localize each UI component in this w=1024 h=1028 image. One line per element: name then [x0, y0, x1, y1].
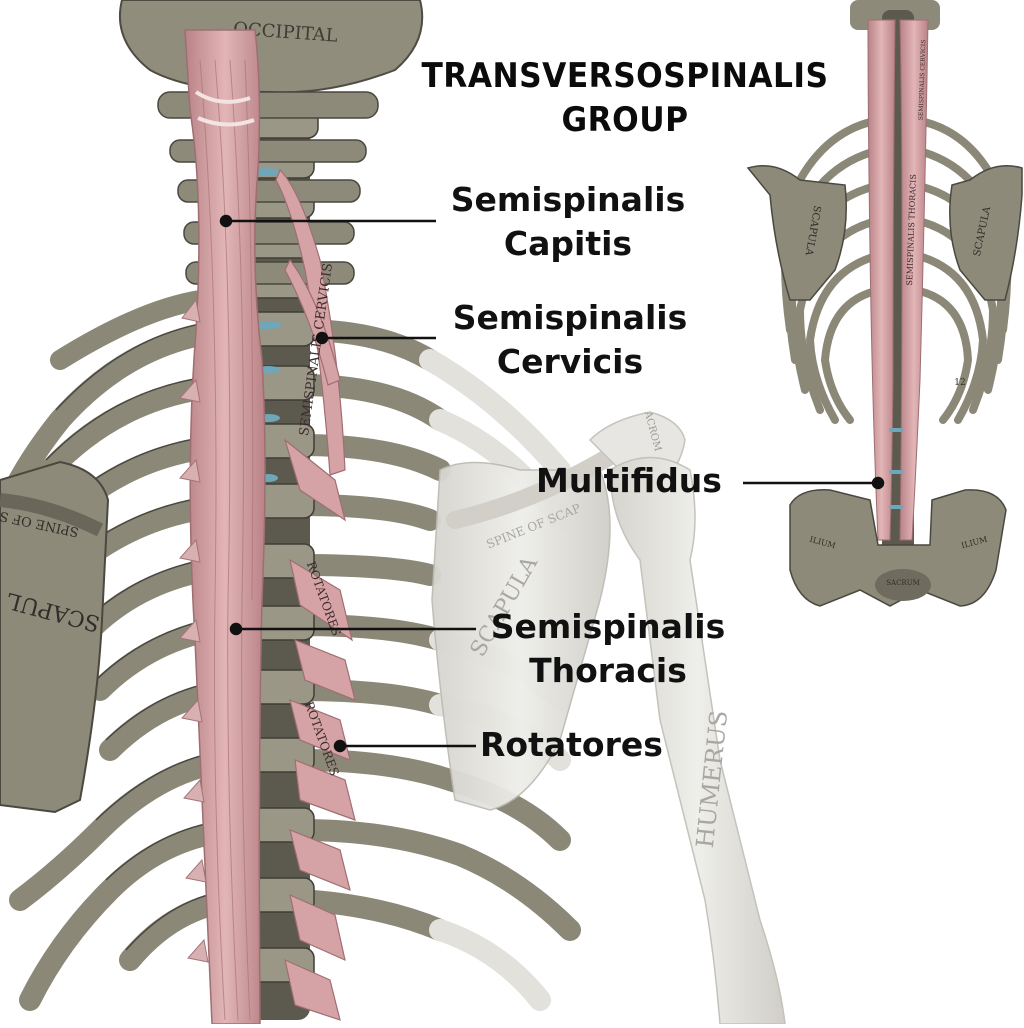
label-semispinalis-thoracis-line1: Semispinalis: [490, 607, 726, 646]
leader-lines: [219, 214, 885, 753]
inset-semispinalis-cervicis-label: SEMISPINALIS CERVICIS: [918, 40, 928, 121]
inset-left-scapula: [746, 165, 847, 301]
label-semispinalis-capitis-line2: Capitis: [503, 224, 633, 263]
inset-rib-number: 12: [954, 378, 965, 388]
muscle-striations: [199, 59, 254, 1021]
right-scapula-spine: [446, 441, 629, 529]
humerus: [609, 456, 786, 1025]
inset-sacrum-label: SACRUM: [886, 579, 920, 587]
occipital-bone: [118, 0, 424, 94]
capitis-tendons: [194, 90, 255, 127]
diagram-title: TRANSVERSOSPINALIS GROUP: [418, 54, 832, 142]
inset-muscle-left: [867, 19, 896, 541]
semispinalis-cervicis-muscle: [275, 168, 346, 476]
label-rotatores-line1: Rotatores: [480, 725, 663, 764]
leader-dot-rotatores: [333, 739, 347, 753]
label-semispinalis-cervicis: Semispinalis Cervicis: [440, 296, 700, 384]
label-rotatores: Rotatores: [480, 723, 680, 767]
label-multifidus: Multifidus: [536, 459, 740, 503]
leader-dot-semispinalis-cervicis: [315, 331, 329, 345]
inset-semispinalis-thoracis-label: SEMISPINALIS THORACIS: [905, 174, 918, 286]
left-scapula: [0, 460, 110, 814]
leader-dot-multifidus: [871, 476, 885, 490]
inset-right-scapula: [949, 165, 1023, 301]
diagram-title-line1: TRANSVERSOSPINALIS: [421, 56, 829, 96]
label-semispinalis-cervicis-line1: Semispinalis: [452, 298, 688, 337]
diagram-title-line2: GROUP: [561, 100, 689, 140]
right-scapula: [431, 461, 611, 811]
label-multifidus-line1: Multifidus: [536, 461, 722, 500]
label-semispinalis-capitis: Semispinalis Capitis: [438, 178, 698, 266]
inset-muscle-right: [899, 19, 929, 541]
inset-pelvis: [789, 489, 1007, 607]
label-semispinalis-capitis-line1: Semispinalis: [450, 180, 686, 219]
inset-skeleton: SCAPULA SCAPULA SEMISPINALIS THORACIS SE…: [746, 0, 1023, 607]
inset-discs: [889, 428, 903, 509]
left-clavicle: [50, 290, 210, 370]
label-semispinalis-thoracis-line2: Thoracis: [529, 651, 687, 690]
main-skeleton: OCCIPITAL: [0, 0, 786, 1025]
label-semispinalis-thoracis: Semispinalis Thoracis: [478, 605, 738, 693]
leader-dot-semispinalis-capitis: [219, 214, 233, 228]
left-scapula-spine: [0, 493, 104, 537]
semispinalis-capitis-muscle: [184, 29, 266, 1025]
label-semispinalis-cervicis-line2: Cervicis: [496, 342, 644, 381]
left-muscle-slips: [179, 298, 209, 963]
inset-pelvic-inlet: [875, 569, 931, 601]
leader-dot-semispinalis-thoracis: [229, 622, 243, 636]
